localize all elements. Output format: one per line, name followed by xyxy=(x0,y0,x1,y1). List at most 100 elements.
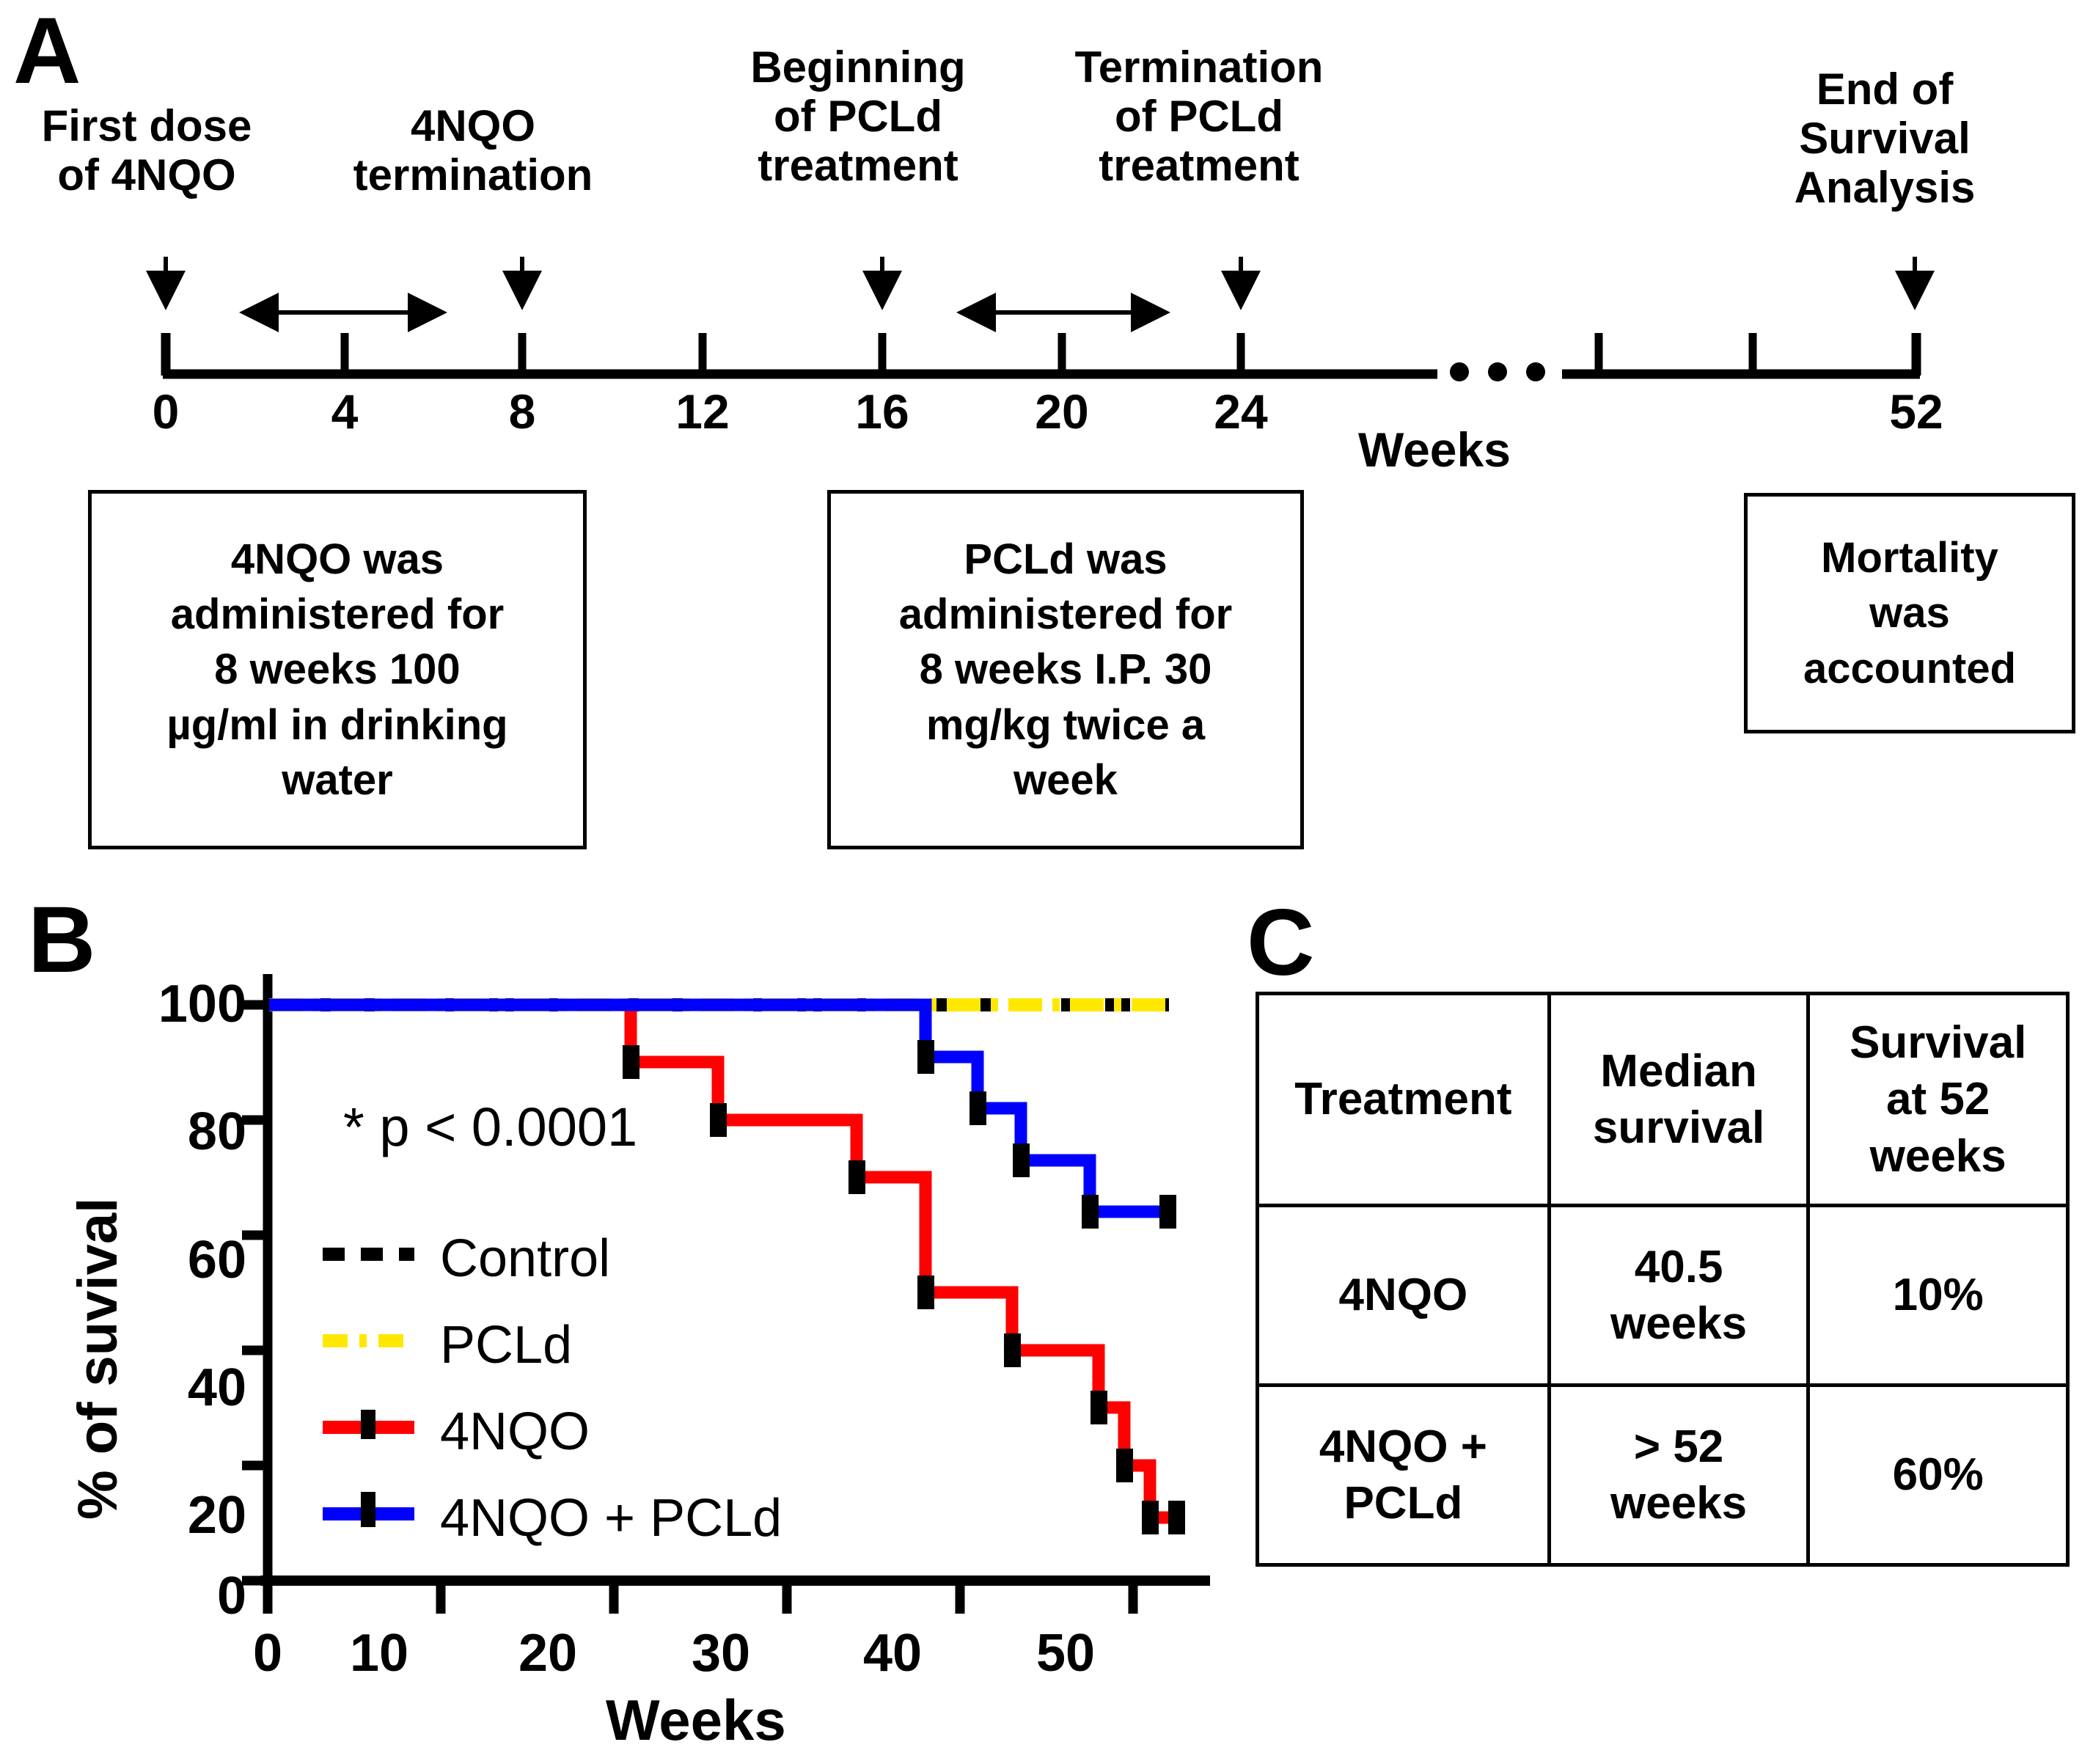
timeline-tick-label-24: 24 xyxy=(1214,384,1268,439)
legend-censor-mark-4nqo-pcld xyxy=(361,1492,375,1527)
table-row: 4NQO 40.5 weeks 10% xyxy=(1256,1204,2070,1387)
legend-label-control: Control xyxy=(440,1229,611,1288)
legend-censor-mark-4nqo xyxy=(361,1410,375,1439)
timeline-break-dot xyxy=(1526,362,1545,381)
cell-line: PCLd xyxy=(1344,1478,1463,1529)
timeline-event-label-survival-end: End of Survival Analysis xyxy=(1775,65,1995,213)
event-line: Analysis xyxy=(1794,163,1976,213)
timeline-tick-label-4: 4 xyxy=(331,384,359,439)
x-tick-label-30: 30 xyxy=(691,1624,751,1683)
timeline-event-label-pcld-termination: Termination of PCLd treatment xyxy=(1063,43,1335,191)
timeline-break-dot xyxy=(1488,362,1507,381)
event-line: Survival xyxy=(1799,114,1971,164)
info-box-pcld: PCLd was administered for 8 weeks I.P. 3… xyxy=(827,490,1304,849)
censor-mark-4nqo-pcld xyxy=(1159,1195,1176,1229)
event-line: First dose xyxy=(41,101,252,150)
panel-a-letter: A xyxy=(13,0,81,103)
table-header-row: Treatment Median survival Survival at 52… xyxy=(1256,992,2070,1207)
legend-label-pcld: PCLd xyxy=(440,1316,573,1375)
censor-mark-4nqo xyxy=(1142,1501,1159,1534)
timeline-event-label-4nqo-termination: 4NQO termination xyxy=(337,101,609,200)
header-line: Treatment xyxy=(1294,1074,1512,1125)
event-line: of 4NQO xyxy=(57,150,236,200)
header-line: Median xyxy=(1600,1045,1757,1097)
cell-treatment: 4NQO + PCLd xyxy=(1256,1383,1551,1567)
x-tick-label-10: 10 xyxy=(349,1624,409,1683)
legend-label-4nqo: 4NQO xyxy=(440,1402,590,1461)
header-line: at 52 xyxy=(1886,1074,1990,1125)
cell-median-survival: > 52 weeks xyxy=(1547,1383,1811,1567)
cell-survival-52: 60% xyxy=(1806,1383,2070,1567)
timeline-graphic xyxy=(146,257,1935,381)
panel-b-letter: B xyxy=(28,888,96,992)
series-4nqo-line xyxy=(269,998,1176,1524)
box-line: was xyxy=(1869,589,1950,637)
timeline-break-dot xyxy=(1450,362,1469,381)
box-line: PCLd was xyxy=(964,535,1168,583)
legend-label-4nqo-pcld: 4NQO + PCLd xyxy=(440,1489,782,1548)
event-line: termination xyxy=(353,150,593,200)
censor-mark-4nqo-pcld xyxy=(1013,1143,1030,1177)
cell-median-survival: 40.5 weeks xyxy=(1547,1204,1811,1387)
timeline-tick-label-16: 16 xyxy=(855,384,909,439)
box-line: 8 weeks 100 xyxy=(214,645,461,694)
censor-mark-4nqo xyxy=(710,1103,727,1137)
series-4nqo-pcld-line xyxy=(269,998,1168,1218)
box-line: µg/ml in drinking xyxy=(166,700,508,749)
table-header-median-survival: Median survival xyxy=(1547,992,1811,1207)
censor-mark-4nqo xyxy=(1168,1501,1185,1534)
cell-line: 4NQO + xyxy=(1319,1421,1487,1472)
event-line: Beginning xyxy=(750,43,966,92)
x-tick-label-20: 20 xyxy=(518,1624,578,1683)
timeline-tick-label-12: 12 xyxy=(675,384,730,439)
header-line: Survival xyxy=(1850,1017,2027,1068)
p-value-annotation: * p < 0.0001 xyxy=(343,1097,638,1157)
y-tick-label-100: 100 xyxy=(158,975,246,1033)
box-line: mg/kg twice a xyxy=(925,700,1206,749)
timeline-event-label-pcld-begin: Beginning of PCLd treatment xyxy=(733,43,983,191)
table-header-survival-52: Survival at 52 weeks xyxy=(1806,992,2070,1207)
cell-line: > 52 xyxy=(1633,1421,1724,1472)
info-box-4nqo: 4NQO was administered for 8 weeks 100 µg… xyxy=(88,490,587,849)
cell-line: weeks xyxy=(1610,1298,1748,1349)
x-tick-label-0: 0 xyxy=(252,1624,283,1683)
survival-plot xyxy=(242,974,1210,1614)
censor-mark-4nqo xyxy=(1004,1333,1021,1367)
timeline-event-label-first-dose: First dose of 4NQO xyxy=(29,101,264,200)
censor-mark-4nqo xyxy=(1116,1449,1133,1482)
timeline-tick-label-0: 0 xyxy=(152,384,180,439)
y-tick-label-0: 0 xyxy=(216,1567,246,1625)
event-line: treatment xyxy=(1099,141,1300,191)
timeline-tick-label-52: 52 xyxy=(1889,384,1943,439)
censor-mark-4nqo xyxy=(848,1160,865,1194)
censor-mark-4nqo-pcld xyxy=(917,1040,934,1074)
x-tick-label-50: 50 xyxy=(1035,1624,1096,1683)
event-line: of PCLd xyxy=(774,92,942,142)
cell-line: 4NQO xyxy=(1338,1270,1468,1321)
cell-treatment: 4NQO xyxy=(1256,1204,1551,1387)
box-line: week xyxy=(1013,756,1118,805)
box-line: 8 weeks I.P. 30 xyxy=(919,645,1212,694)
header-line: survival xyxy=(1592,1102,1765,1153)
timeline-axis-label: Weeks xyxy=(1358,422,1511,477)
x-axis-title: Weeks xyxy=(606,1688,786,1752)
censor-mark-4nqo xyxy=(917,1276,934,1309)
x-tick-label-40: 40 xyxy=(862,1624,923,1683)
censor-mark-4nqo-pcld xyxy=(969,1091,986,1125)
header-line: weeks xyxy=(1869,1130,2006,1182)
censor-mark-4nqo xyxy=(1091,1391,1107,1424)
y-tick-label-40: 40 xyxy=(187,1358,246,1417)
event-line: treatment xyxy=(758,141,958,191)
event-line: 4NQO xyxy=(410,101,536,150)
cell-line: weeks xyxy=(1610,1478,1748,1529)
info-box-mortality: Mortality was accounted xyxy=(1744,493,2075,733)
box-line: accounted xyxy=(1803,644,2017,692)
timeline-tick-label-20: 20 xyxy=(1035,384,1089,439)
y-tick-label-80: 80 xyxy=(187,1102,246,1161)
table-header-treatment: Treatment xyxy=(1256,992,1551,1207)
cell-line: 40.5 xyxy=(1634,1241,1723,1292)
box-line: 4NQO was xyxy=(230,535,444,583)
y-tick-label-60: 60 xyxy=(187,1231,246,1289)
box-line: administered for xyxy=(170,590,505,638)
panel-c-letter: C xyxy=(1247,890,1315,995)
